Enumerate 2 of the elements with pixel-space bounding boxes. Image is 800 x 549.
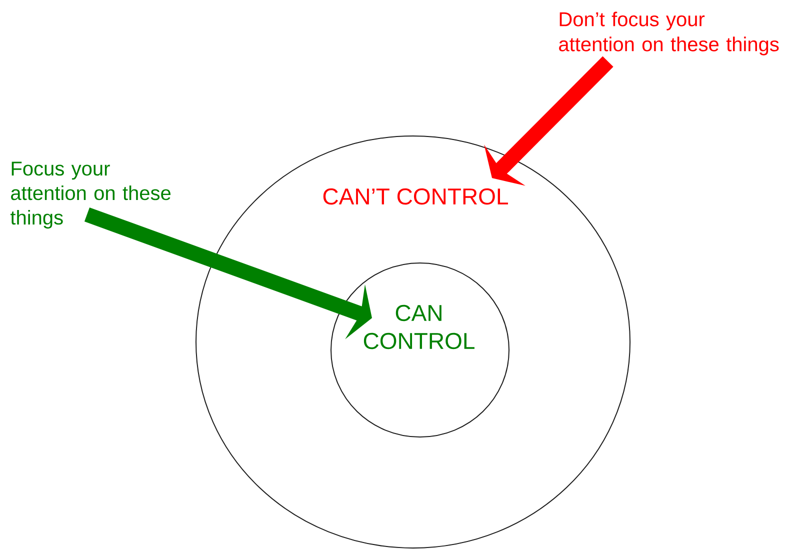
annotation-text: Don’t focus your attention on these things (559, 12, 779, 56)
annotation-text: Focus your attention on these things (10, 162, 170, 229)
